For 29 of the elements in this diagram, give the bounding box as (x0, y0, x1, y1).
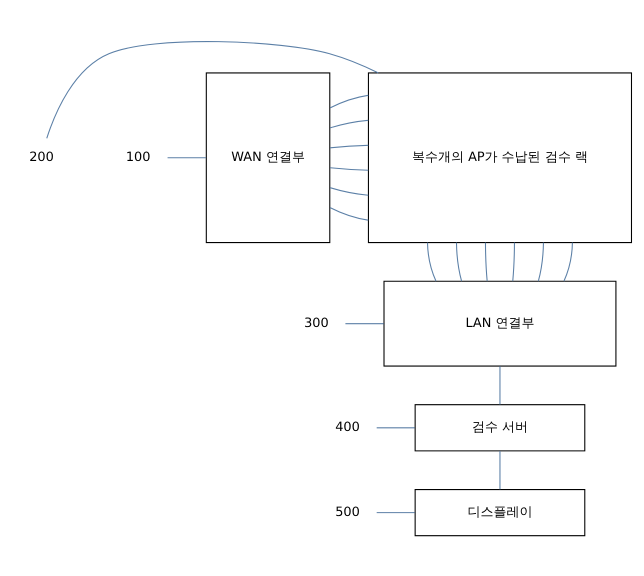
connector (330, 144, 368, 148)
connector (345, 322, 384, 324)
connector (376, 426, 415, 428)
connector (426, 242, 436, 281)
connector (456, 242, 462, 281)
connector (46, 40, 378, 138)
connector (563, 242, 573, 281)
node-text: 500 (335, 504, 360, 520)
node-text: 300 (304, 315, 329, 330)
connector (330, 206, 368, 220)
connector (376, 512, 415, 513)
connector (330, 119, 368, 128)
node-text: 400 (335, 420, 360, 435)
node-box: WAN 연결부 (206, 72, 330, 243)
connector (484, 242, 488, 281)
connector (499, 366, 500, 404)
connector (330, 186, 368, 196)
connector (330, 94, 368, 108)
node-text: 200 (29, 150, 54, 165)
node-text: 100 (126, 150, 150, 165)
node-box: LAN 연결부 (383, 280, 616, 366)
connector (499, 450, 500, 489)
connector (538, 242, 544, 281)
connector (512, 242, 515, 281)
node-box: 검수 서버 (414, 404, 586, 451)
connector (330, 166, 368, 170)
node-box: 디스플레이 (414, 488, 586, 536)
connector (168, 156, 206, 158)
node-box: 복수개의 AP가 수납된 검수 랙 (368, 72, 632, 243)
